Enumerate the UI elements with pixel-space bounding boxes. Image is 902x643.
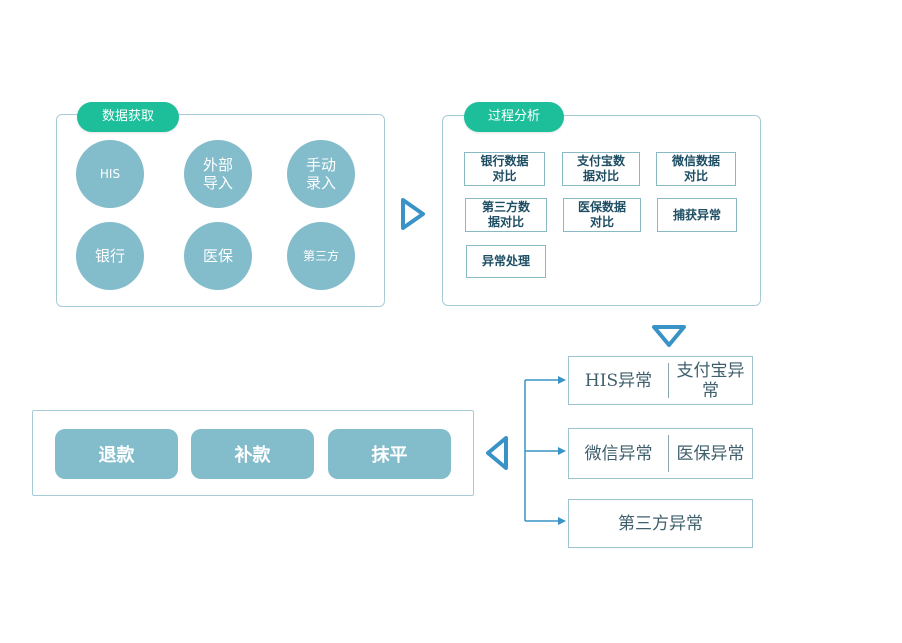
connector-arrowhead-icon — [558, 376, 566, 384]
step-alipay-compare: 支付宝数 据对比 — [562, 152, 640, 186]
anomaly-divider — [668, 363, 669, 398]
source-third-party: 第三方 — [287, 222, 355, 290]
step-medical-insurance-compare: 医保数据 对比 — [563, 198, 641, 232]
source-medical-insurance: 医保 — [184, 222, 252, 290]
refund-action: 退款 — [55, 429, 178, 479]
bracket-connector — [524, 376, 566, 525]
step-third-party-compare: 第三方数 据对比 — [465, 198, 547, 232]
arrow-down-icon — [652, 325, 686, 347]
supplement-payment-action: 补款 — [191, 429, 314, 479]
data-acquisition-title: 数据获取 — [77, 102, 179, 132]
connector-arrowhead-icon — [558, 517, 566, 525]
anomaly-box-his-alipay: HIS异常 支付宝异 常 — [568, 356, 753, 405]
anomaly-his: HIS异常 — [584, 370, 653, 391]
source-external-import: 外部 导入 — [184, 140, 252, 208]
arrow-right-icon — [401, 198, 425, 230]
anomaly-box-third-party: 第三方异常 — [568, 499, 753, 548]
source-bank: 银行 — [76, 222, 144, 290]
source-manual-entry: 手动 录入 — [287, 140, 355, 208]
step-bank-compare: 银行数据 对比 — [464, 152, 545, 186]
process-analysis-title: 过程分析 — [464, 102, 564, 132]
step-anomaly-handling: 异常处理 — [466, 245, 546, 278]
anomaly-medical-insurance: 医保异常 — [676, 443, 745, 464]
step-wechat-compare: 微信数据 对比 — [656, 152, 736, 186]
anomaly-box-wechat-insurance: 微信异常 医保异常 — [568, 428, 753, 479]
step-capture-anomaly: 捕获异常 — [657, 198, 737, 232]
anomaly-wechat: 微信异常 — [584, 443, 653, 464]
actions-panel: 退款 补款 抹平 — [32, 410, 474, 496]
anomaly-alipay: 支付宝异 常 — [676, 360, 745, 401]
connector-arrowhead-icon — [558, 447, 566, 455]
arrow-left-icon — [486, 436, 508, 470]
write-off-action: 抹平 — [328, 429, 451, 479]
anomaly-third-party: 第三方异常 — [618, 513, 703, 534]
source-his: HIS — [76, 140, 144, 208]
anomaly-divider — [668, 435, 669, 472]
